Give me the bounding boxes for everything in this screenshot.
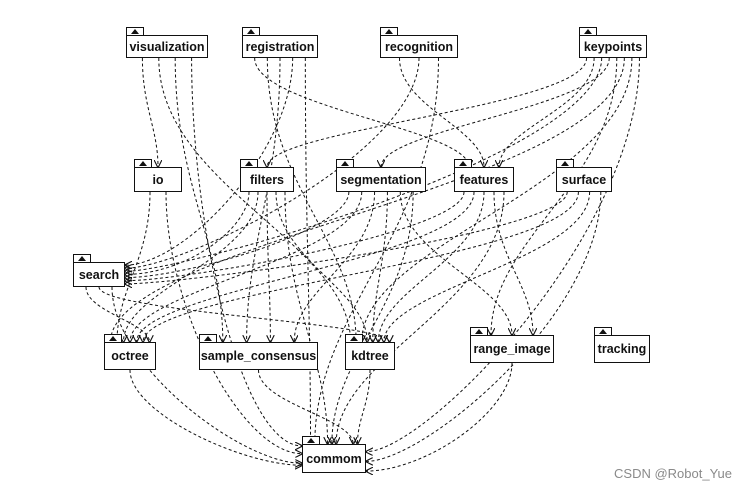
package-tab-icon (242, 27, 260, 36)
dependency-edge-filters-sample_consensus (267, 191, 270, 342)
dependency-edge-octree-commom (129, 369, 302, 465)
package-tab-icon (73, 254, 91, 263)
dependency-edge-segmentation-search (125, 191, 350, 278)
package-label: commom (302, 444, 366, 473)
dependency-edge-io-commom (165, 191, 302, 454)
dependency-edge-surface-octree (143, 191, 579, 342)
dependency-edge-keypoints-commom (366, 57, 640, 452)
dependency-edge-surface-kdtree (384, 191, 591, 342)
dependency-edge-search-commom (111, 286, 302, 463)
dependency-edge-keypoints-filters (267, 57, 588, 167)
package-tab-icon (594, 327, 612, 336)
dependency-edge-visualization-commom (191, 57, 302, 446)
package-tab-icon (240, 159, 258, 168)
package-tab-icon (134, 159, 152, 168)
dependency-edge-sample_consensus-commom (258, 369, 354, 444)
package-label: registration (242, 35, 318, 58)
package-tab-icon (380, 27, 398, 36)
dependency-edge-registration-search (125, 57, 294, 265)
dependency-edge-features-commom (336, 191, 505, 444)
package-label: octree (104, 342, 156, 370)
dependency-edge-features-range_image (493, 191, 533, 335)
dependency-edge-registration-features (254, 57, 469, 167)
dependency-edge-recognition-search (125, 57, 420, 268)
dependency-edge-segmentation-range_image (399, 191, 512, 335)
dependency-edge-features-octree (137, 191, 475, 342)
dependency-edge-visualization-io (141, 57, 158, 167)
package-label: surface (556, 167, 612, 192)
dependency-edge-visualization-kdtree (158, 57, 351, 342)
package-label: filters (240, 167, 294, 192)
package-label: features (454, 167, 514, 192)
package-label: segmentation (336, 167, 426, 192)
dependency-edge-segmentation-commom (332, 191, 414, 444)
dependency-edge-filters-search (125, 191, 250, 275)
package-label: io (134, 167, 182, 192)
package-label: keypoints (579, 35, 647, 58)
dependency-edge-filters-octree (124, 191, 259, 342)
package-tab-icon (336, 159, 354, 168)
package-label: kdtree (345, 342, 395, 370)
package-tab-icon (345, 334, 363, 343)
package-label: recognition (380, 35, 458, 58)
dependency-edge-surface-commom (366, 191, 602, 461)
package-tab-icon (302, 436, 320, 445)
dependency-edge-recognition-commom (315, 57, 439, 444)
dependency-edge-keypoints-segmentation (381, 57, 610, 167)
package-tab-icon (199, 334, 217, 343)
dependency-edge-keypoints-octree (111, 57, 625, 342)
dependency-edge-filters-kdtree (275, 191, 367, 342)
package-tab-icon (126, 27, 144, 36)
dependency-edge-registration-sample_consensus (247, 57, 281, 342)
dependency-edge-visualization-sample_consensus (174, 57, 223, 342)
dependency-edge-segmentation-kdtree (373, 191, 388, 342)
dependency-edge-kdtree-commom (357, 369, 371, 444)
dependency-edge-features-search (125, 191, 465, 281)
dependency-edge-range_image-commom (366, 362, 513, 471)
package-label: visualization (126, 35, 208, 58)
dependency-edge-filters-commom (284, 191, 328, 444)
dependency-edge-features-kdtree (378, 191, 485, 342)
package-tab-icon (470, 327, 488, 336)
watermark-text: CSDN @Robot_Yue (614, 466, 732, 481)
package-label: sample_consensus (199, 342, 318, 370)
dependency-edge-registration-commom (304, 57, 310, 444)
dependency-edge-segmentation-sample_consensus (294, 191, 376, 342)
dependency-edge-io-octree (117, 191, 151, 342)
dependency-edge-keypoints-kdtree (362, 57, 633, 342)
dependency-edge-keypoints-features (499, 57, 595, 167)
package-label: range_image (470, 335, 554, 363)
package-label: tracking (594, 335, 650, 363)
package-tab-icon (579, 27, 597, 36)
dependency-edge-keypoints-range_image (491, 57, 618, 335)
package-tab-icon (104, 334, 122, 343)
package-tab-icon (556, 159, 574, 168)
dependency-edge-segmentation-octree (130, 191, 363, 342)
package-label: search (73, 262, 125, 287)
dependency-edge-registration-kdtree (266, 57, 356, 342)
package-tab-icon (454, 159, 472, 168)
dependency-edge-search-kdtree (98, 286, 389, 342)
dependency-edge-keypoints-search (125, 57, 603, 271)
dependency-edge-recognition-features (399, 57, 485, 167)
dependency-edge-surface-search (125, 191, 568, 284)
